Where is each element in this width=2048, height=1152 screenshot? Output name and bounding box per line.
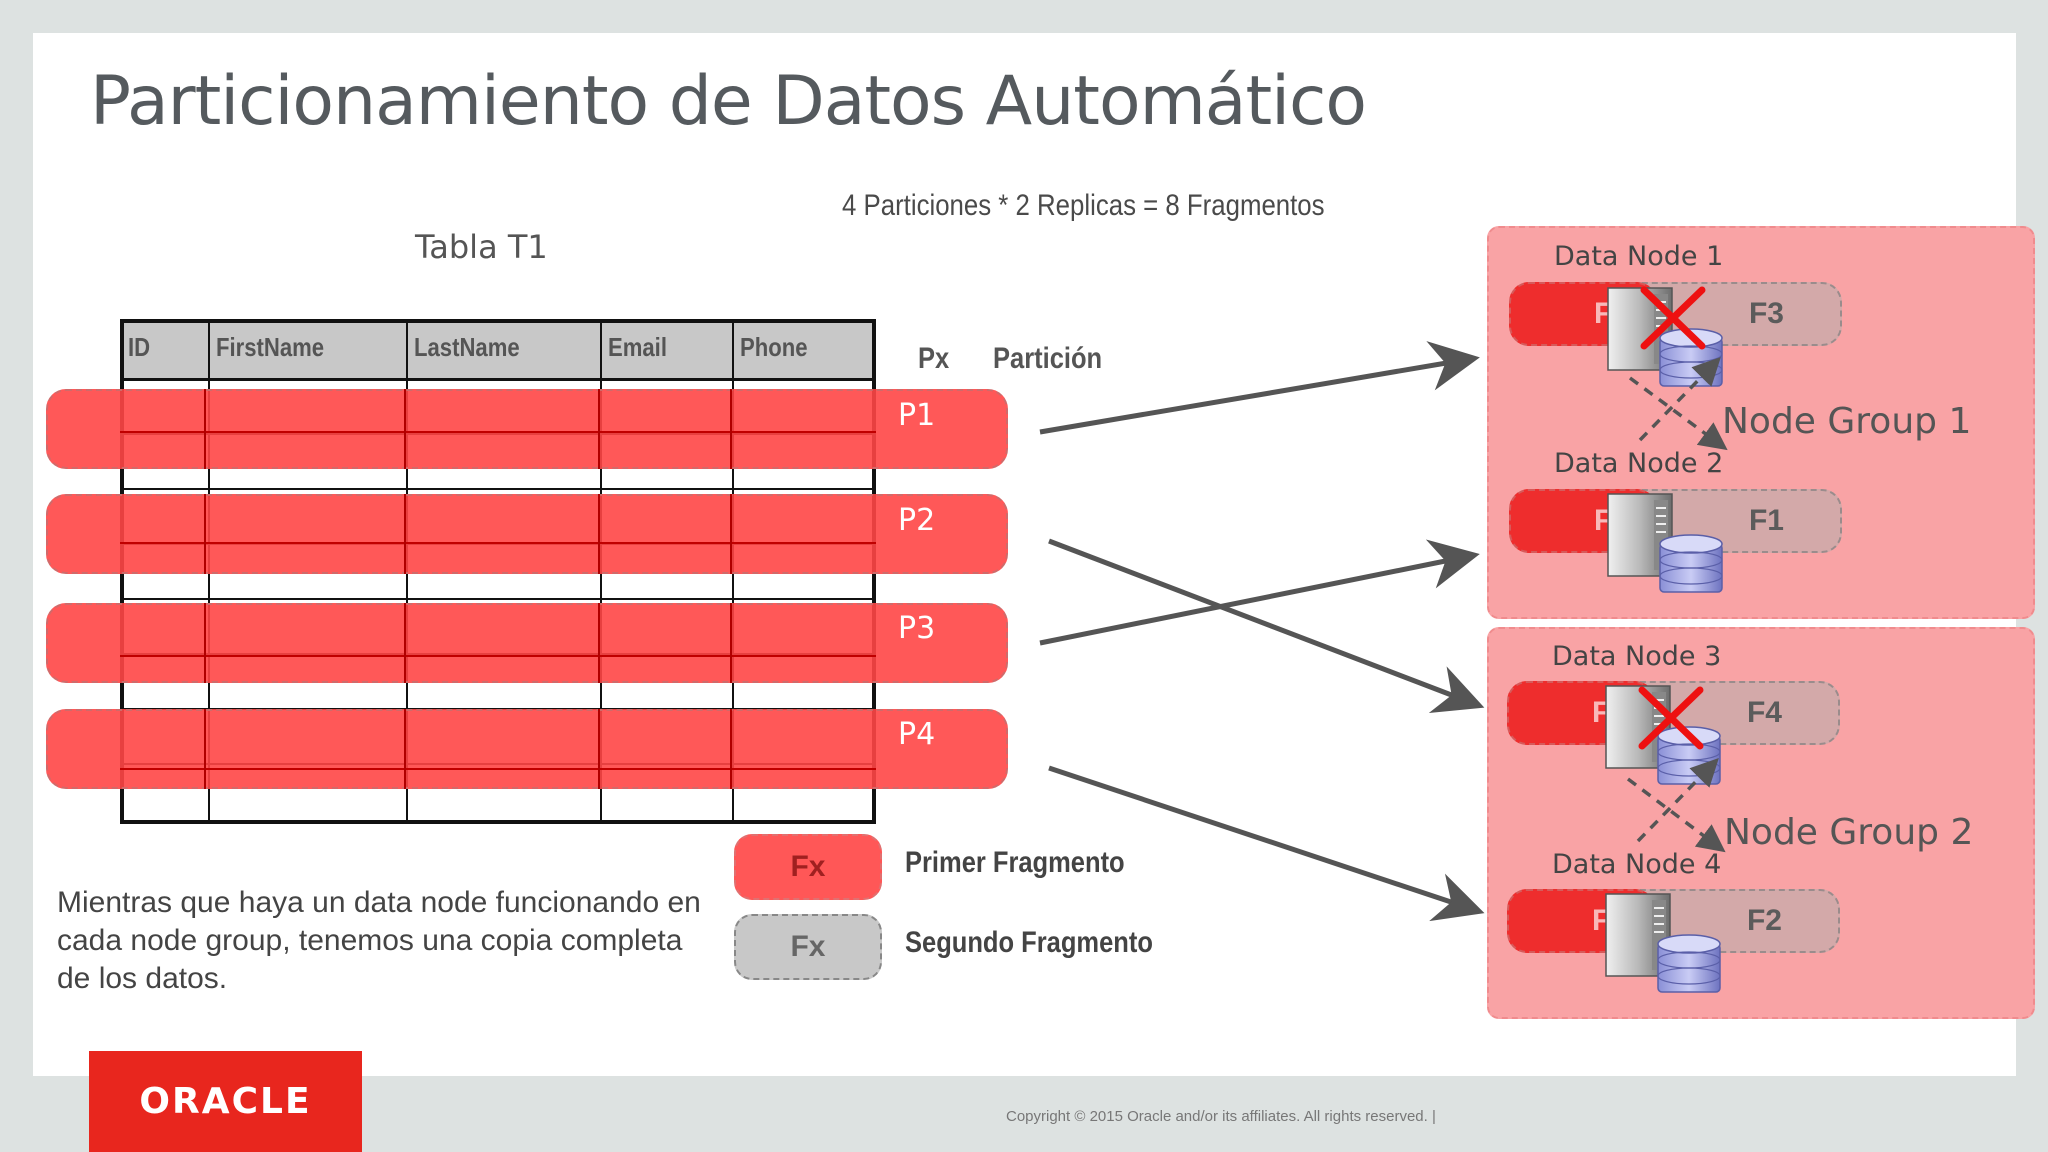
legend-label-primary: Primer Fragmento <box>905 846 1125 879</box>
node-group-1-label: Node Group 1 <box>1722 401 1972 442</box>
route-arrow-p1 <box>1039 341 1480 435</box>
replication-arrow-ng1-b <box>1638 356 1721 442</box>
formula-text: 4 Particiones * 2 Replicas = 8 Fragmento… <box>842 189 1325 222</box>
table-title: Tabla T1 <box>415 228 548 266</box>
column-header-email: Email <box>608 332 667 362</box>
legend-label-secondary: Segundo Fragmento <box>905 926 1153 959</box>
column-header-lastname: LastName <box>414 332 520 362</box>
replication-arrow-ng2-b <box>1636 757 1719 843</box>
page-title: Particionamiento de Datos Automático <box>90 62 1367 141</box>
data-node-1-failed-x-icon <box>1640 286 1706 350</box>
data-node-2-server-icon <box>1607 493 1723 593</box>
partition-band-p2 <box>46 494 1008 574</box>
partition-band-p4 <box>46 709 1008 789</box>
route-arrow-p4 <box>1048 765 1485 922</box>
route-arrow-p2 <box>1048 538 1485 714</box>
replication-arrow-ng1-a <box>1628 376 1728 451</box>
node-group-2-label: Node Group 2 <box>1724 812 1974 853</box>
data-node-4-server-icon <box>1605 893 1721 993</box>
px-header: Px <box>918 342 950 375</box>
data-node-3-failed-x-icon <box>1638 686 1704 750</box>
column-header-id: ID <box>128 332 151 362</box>
partition-label-p3: P3 <box>898 611 936 646</box>
particion-header: Partición <box>993 342 1103 375</box>
data-node-4-title: Data Node 4 <box>1552 849 1722 880</box>
oracle-logo: ORACLE <box>89 1051 362 1152</box>
route-arrow-p3 <box>1039 539 1480 646</box>
partition-label-p2: P2 <box>898 503 936 538</box>
partition-label-p1: P1 <box>898 398 936 433</box>
data-node-3-title: Data Node 3 <box>1552 641 1722 672</box>
partition-label-p4: P4 <box>898 717 936 752</box>
data-node-3-server-icon <box>1605 685 1721 785</box>
replication-arrow-ng2-a <box>1626 777 1726 853</box>
data-node-1-title: Data Node 1 <box>1554 241 1724 272</box>
note-text: Mientras que haya un data node funcionan… <box>57 886 701 995</box>
column-header-phone: Phone <box>740 332 808 362</box>
legend-chip-secondary: Fx <box>734 914 882 980</box>
copyright-text: Copyright © 2015 Oracle and/or its affil… <box>1006 1108 1436 1125</box>
table-header-row <box>124 323 872 381</box>
partition-band-p3 <box>46 603 1008 683</box>
legend-chip-primary: Fx <box>734 834 882 900</box>
partition-band-p1 <box>46 389 1008 469</box>
column-header-firstname: FirstName <box>216 332 325 362</box>
data-node-2-title: Data Node 2 <box>1554 448 1724 479</box>
